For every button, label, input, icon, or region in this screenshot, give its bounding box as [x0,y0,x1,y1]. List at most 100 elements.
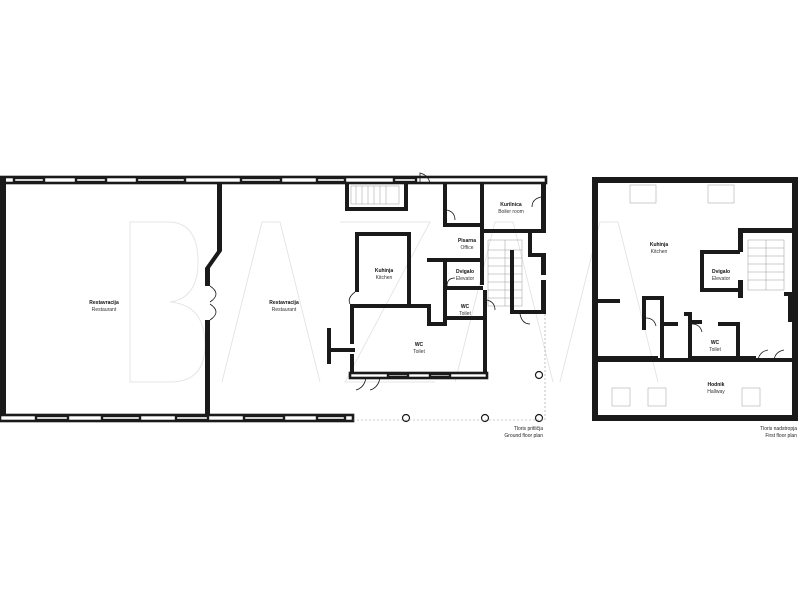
wall [217,183,222,251]
wall [700,250,740,254]
wall [598,299,620,303]
wall [738,228,743,252]
watermark [129,221,659,383]
wall [784,292,792,296]
room-label: Dvigalo [712,269,730,275]
skylight [611,387,631,407]
wall [528,253,546,257]
room-label: Kuhinja [375,268,394,274]
wall [355,232,411,236]
wall [592,177,598,421]
room-label: Kuhinja [650,242,669,248]
wall [205,320,210,415]
window [315,414,347,422]
skylight [629,184,657,204]
wall [443,286,483,290]
wall [514,310,546,314]
staircase [350,185,400,205]
wall [642,296,664,300]
door-swing [645,317,657,327]
wall [407,232,411,308]
wall [345,207,407,211]
wall [528,233,532,253]
wall [738,228,792,233]
wall [788,296,792,322]
wall [410,304,430,308]
wall [427,304,431,326]
room-sublabel: Hallway [707,389,725,395]
wall [592,415,798,421]
door-swing [757,349,785,363]
window [242,414,286,422]
wall [327,328,331,364]
wall [541,280,546,314]
plan-caption: Tloris nadstropja [760,426,797,432]
room-sublabel: Kitchen [376,275,393,281]
door-swing [446,209,456,221]
column [534,370,544,380]
room-label: Restavracija [89,300,119,306]
wall [738,280,743,298]
door-swing [531,196,542,208]
room-sublabel: Restaurant [92,307,117,313]
wall [664,322,678,326]
wall [688,320,702,324]
window [74,176,108,184]
room-sublabel: Toilet [459,311,471,317]
window [392,176,418,184]
column [534,413,544,423]
window [428,372,452,379]
room-sublabel: Office [461,245,474,251]
wall [792,177,798,421]
wall [404,183,408,211]
wall [484,183,486,184]
first-floor-plan: Kuhinja Kitchen Dvigalo Elevator WC Toil… [592,177,798,439]
room-label: WC [461,304,470,310]
wall [700,288,740,292]
window [174,414,210,422]
wall [205,268,210,286]
room-label: Pisarna [458,238,476,244]
wall [350,354,354,378]
door-swing [446,277,456,287]
wall [736,322,740,360]
room-sublabel: Kitchen [651,249,668,255]
skylight [741,387,761,407]
wall [483,290,487,376]
wall [541,253,546,275]
wall [660,296,664,358]
room-label: Kurilnica [500,202,522,208]
door-swing [691,323,703,333]
wall [348,371,489,380]
wall [350,326,354,344]
door-swing [209,285,217,321]
wall [427,258,483,262]
wall [350,304,354,326]
wall [541,183,546,229]
door-swing [348,291,356,305]
plan-caption-sub: Ground floor plan [504,433,543,439]
room-sublabel: Restaurant [272,307,297,313]
wall [0,177,6,421]
room-sublabel: Elevator [712,276,731,282]
wall [327,348,355,352]
staircase [487,239,523,307]
wall [480,227,484,285]
wall [350,304,410,308]
room-sublabel: Elevator [456,276,475,282]
door-swing [354,377,381,391]
staircase [747,239,785,291]
wall [688,312,692,360]
room-label: WC [711,340,720,346]
wall [205,251,222,268]
window [100,414,142,422]
ground-floor-plan: Restavracija Restaurant Restavracija Res… [0,172,548,439]
room-label: WC [415,342,424,348]
wall [345,183,349,209]
room-label: Restavracija [269,300,299,306]
skylight [647,387,667,407]
wall [443,183,447,223]
wall [592,177,798,183]
plan-caption-sub: First floor plan [765,433,797,439]
column [401,413,411,423]
